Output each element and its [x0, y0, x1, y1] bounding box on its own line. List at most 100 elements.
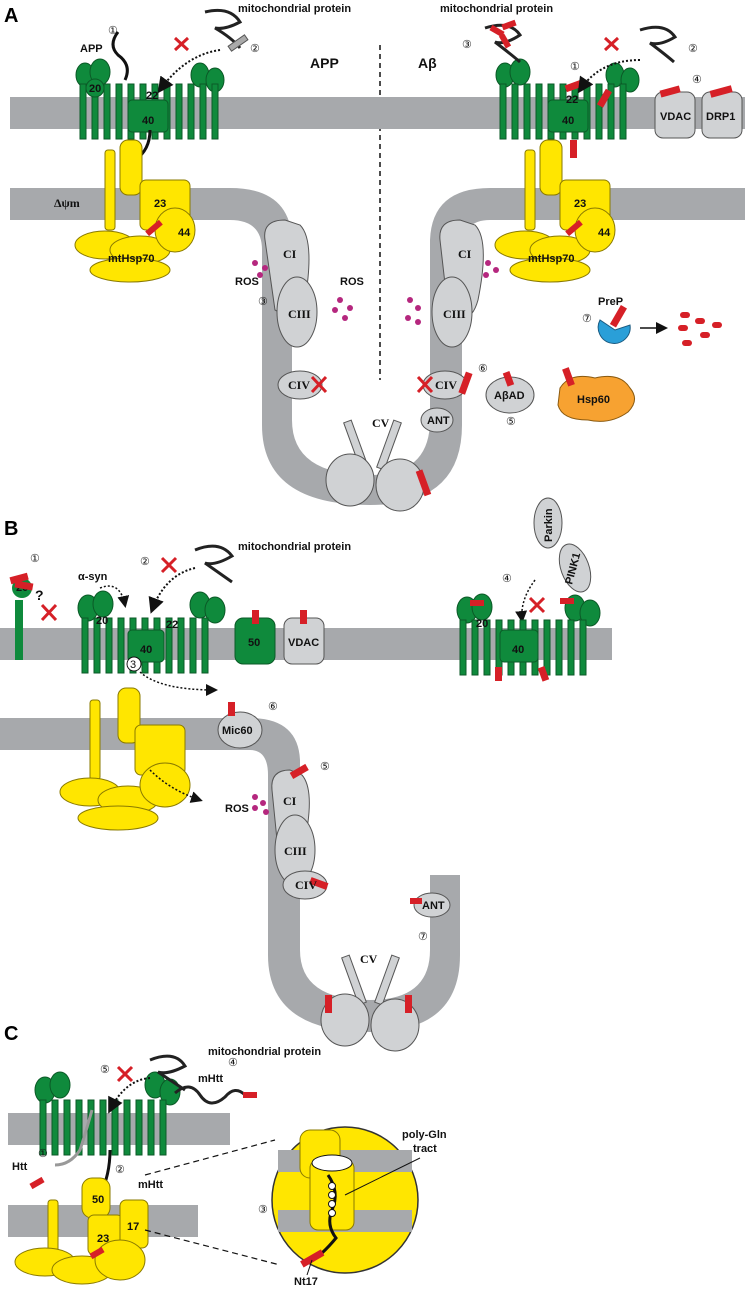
pink1-b: PINK1	[558, 543, 592, 593]
a-num-1-left: ①	[108, 25, 118, 37]
tim-complex-left-a: 23 44 mtHsp70 Δψm	[54, 139, 196, 283]
a-num-3-right: ③	[462, 39, 472, 51]
ci-label-left: CI	[283, 247, 297, 261]
b-num-4: ④	[502, 573, 512, 585]
svg-text:40: 40	[512, 644, 524, 656]
abeta-aggregate	[489, 19, 517, 49]
app-chain	[111, 31, 129, 81]
nt17-label: Nt17	[294, 1276, 318, 1288]
tim23-label-a: 23	[154, 198, 166, 210]
a-num-2-right: ②	[688, 43, 698, 55]
svg-text:VDAC: VDAC	[288, 637, 319, 649]
b-num-6: ⑥	[268, 701, 278, 713]
panel-b-letter: B	[4, 518, 18, 540]
svg-text:DRP1: DRP1	[706, 111, 735, 123]
app-label: APP	[80, 43, 103, 55]
panel-b: B 20 ? ① 20	[0, 497, 612, 1052]
b-num-2: ②	[140, 556, 150, 568]
inner-membrane-a	[10, 188, 745, 505]
panel-a-letter: A	[4, 5, 18, 27]
ci-label-right: CI	[458, 247, 472, 261]
mthsp70-label-a: mtHsp70	[108, 253, 154, 265]
tom50-b: 50	[234, 610, 276, 665]
polygln-label-1: poly-Gln	[402, 1129, 447, 1141]
htt-label: Htt	[12, 1161, 28, 1173]
tim-complex-c: 50 23 17	[14, 1177, 149, 1285]
svg-text:CIV: CIV	[295, 878, 317, 892]
presequence-left	[227, 34, 249, 52]
inner-membrane-b	[0, 718, 460, 1032]
drp1-a: DRP1	[701, 85, 743, 139]
civ-label-left: CIV	[288, 378, 310, 392]
asyn-label: α-syn	[78, 571, 108, 583]
svg-text:23: 23	[97, 1233, 109, 1245]
tim-complex-right-a: 23 44 mtHsp70	[494, 139, 616, 283]
block-x-left-a	[173, 36, 190, 52]
c-num-3: ③	[258, 1204, 268, 1216]
ciii-label-right: CIII	[443, 307, 466, 321]
c-num-4: ④	[228, 1057, 238, 1069]
tom-complex-c	[34, 1071, 181, 1156]
svg-text:22: 22	[166, 619, 178, 631]
panel-c: C mitochondrial protein ⑤ mHtt ④ Ht	[4, 1023, 447, 1288]
svg-text:CIII: CIII	[284, 844, 307, 858]
svg-text:50: 50	[248, 637, 260, 649]
mito-protein-left-a: mitochondrial protein	[238, 3, 351, 15]
svg-text:20: 20	[476, 618, 488, 630]
svg-text:PreP: PreP	[598, 296, 623, 308]
svg-text:ROS: ROS	[225, 803, 249, 815]
a-num-5: ⑤	[506, 416, 516, 428]
mhtt-label-top: mHtt	[198, 1073, 223, 1085]
b-num-5: ⑤	[320, 761, 330, 773]
tom40-label-a: 40	[142, 115, 154, 127]
svg-text:AβAD: AβAD	[494, 390, 525, 402]
lone-tom20-b: 20 ? ①	[9, 553, 58, 660]
tim-complex-b	[59, 687, 203, 831]
mito-protein-spiral-left	[204, 8, 243, 49]
abad-a: AβAD ⑤	[485, 371, 535, 428]
parkin-b: Parkin	[533, 497, 563, 549]
a-num-3-left: ③	[258, 296, 268, 308]
c-num-1: ①	[38, 1148, 48, 1160]
tim44-label-a: 44	[178, 227, 191, 239]
a-num-2-left: ②	[250, 43, 260, 55]
a-num-7: ⑦	[582, 313, 592, 325]
tim44-label-right-a: 44	[598, 227, 611, 239]
atp-synthase-a: CV	[325, 416, 432, 512]
tom20-label-a: 20	[89, 83, 101, 95]
tom40-label-right-a: 40	[562, 115, 574, 127]
svg-text:20: 20	[96, 615, 108, 627]
tom-complex-left-a: 20 22 40	[75, 58, 225, 140]
svg-text:40: 40	[140, 644, 152, 656]
panel-a: A APP Aβ 20 22 40	[4, 3, 745, 512]
tom-complex-right-b: 20 40	[456, 593, 601, 682]
c-num-5: ⑤	[100, 1064, 110, 1076]
a-num-1-right: ①	[570, 61, 580, 73]
zoom-inset-c: poly-Gln tract Nt17 ③	[258, 1126, 447, 1288]
tom22-label-right-a: 22	[566, 94, 578, 106]
b-num-1: ①	[30, 553, 40, 565]
etc-b: CI CIII CIV ROS ⑤	[225, 761, 330, 900]
a-num-6: ⑥	[478, 363, 488, 375]
svg-text:CI: CI	[283, 794, 297, 808]
mhtt-label-mid: mHtt	[138, 1179, 163, 1191]
svg-text:17: 17	[127, 1221, 139, 1233]
b-num-7: ⑦	[418, 931, 428, 943]
ant-b: ANT ⑦	[410, 892, 451, 943]
mthsp70-label-right-a: mtHsp70	[528, 253, 574, 265]
prep-a: PreP ⑦	[582, 296, 722, 346]
tom22-label-a: 22	[146, 90, 158, 102]
vdac-a: VDAC	[654, 85, 696, 139]
header-abeta: Aβ	[418, 55, 437, 71]
svg-text:CV: CV	[360, 952, 378, 966]
hsp60-a: Hsp60	[557, 367, 635, 422]
vdac-b: VDAC	[283, 610, 325, 665]
etc-right-a: CI CIII CIV ANT ⑥	[405, 219, 499, 433]
svg-text:Parkin: Parkin	[543, 508, 555, 542]
c-num-2: ②	[115, 1164, 125, 1176]
mic60-b: Mic60 ⑥	[217, 701, 278, 749]
mito-protein-b: mitochondrial protein	[238, 541, 351, 553]
svg-text:50: 50	[92, 1194, 104, 1206]
mito-protein-c: mitochondrial protein	[208, 1046, 321, 1058]
